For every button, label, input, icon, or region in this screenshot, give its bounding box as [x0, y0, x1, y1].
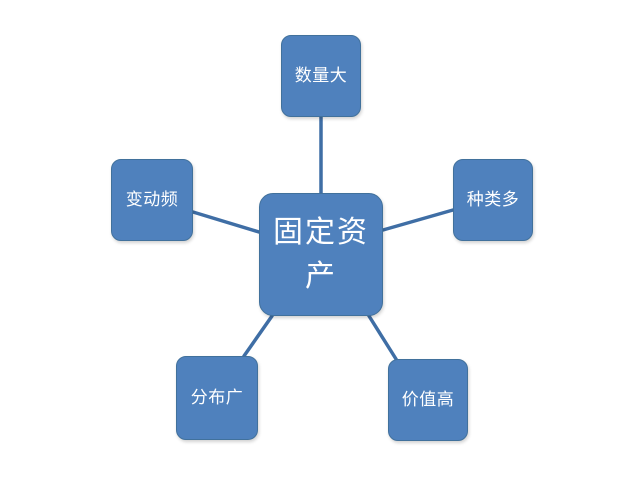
- node-bottom-right-label: 价值高: [401, 390, 455, 410]
- connector-right: [381, 208, 455, 232]
- node-center: 固定资产: [259, 193, 383, 316]
- node-top-label: 数量大: [294, 66, 348, 86]
- node-right: 种类多: [453, 159, 533, 241]
- node-center-label: 固定资产: [273, 214, 369, 294]
- connector-bottom-right: [367, 314, 398, 361]
- node-bottom-left: 分布广: [176, 356, 258, 440]
- connector-bottom-left: [242, 314, 274, 358]
- node-left-label: 变动频: [125, 190, 179, 210]
- node-bottom-right: 价值高: [388, 359, 468, 441]
- node-left: 变动频: [111, 159, 193, 241]
- node-right-label: 种类多: [466, 190, 520, 210]
- node-bottom-left-label: 分布广: [190, 388, 244, 408]
- node-top: 数量大: [281, 35, 361, 117]
- connector-left: [191, 210, 261, 234]
